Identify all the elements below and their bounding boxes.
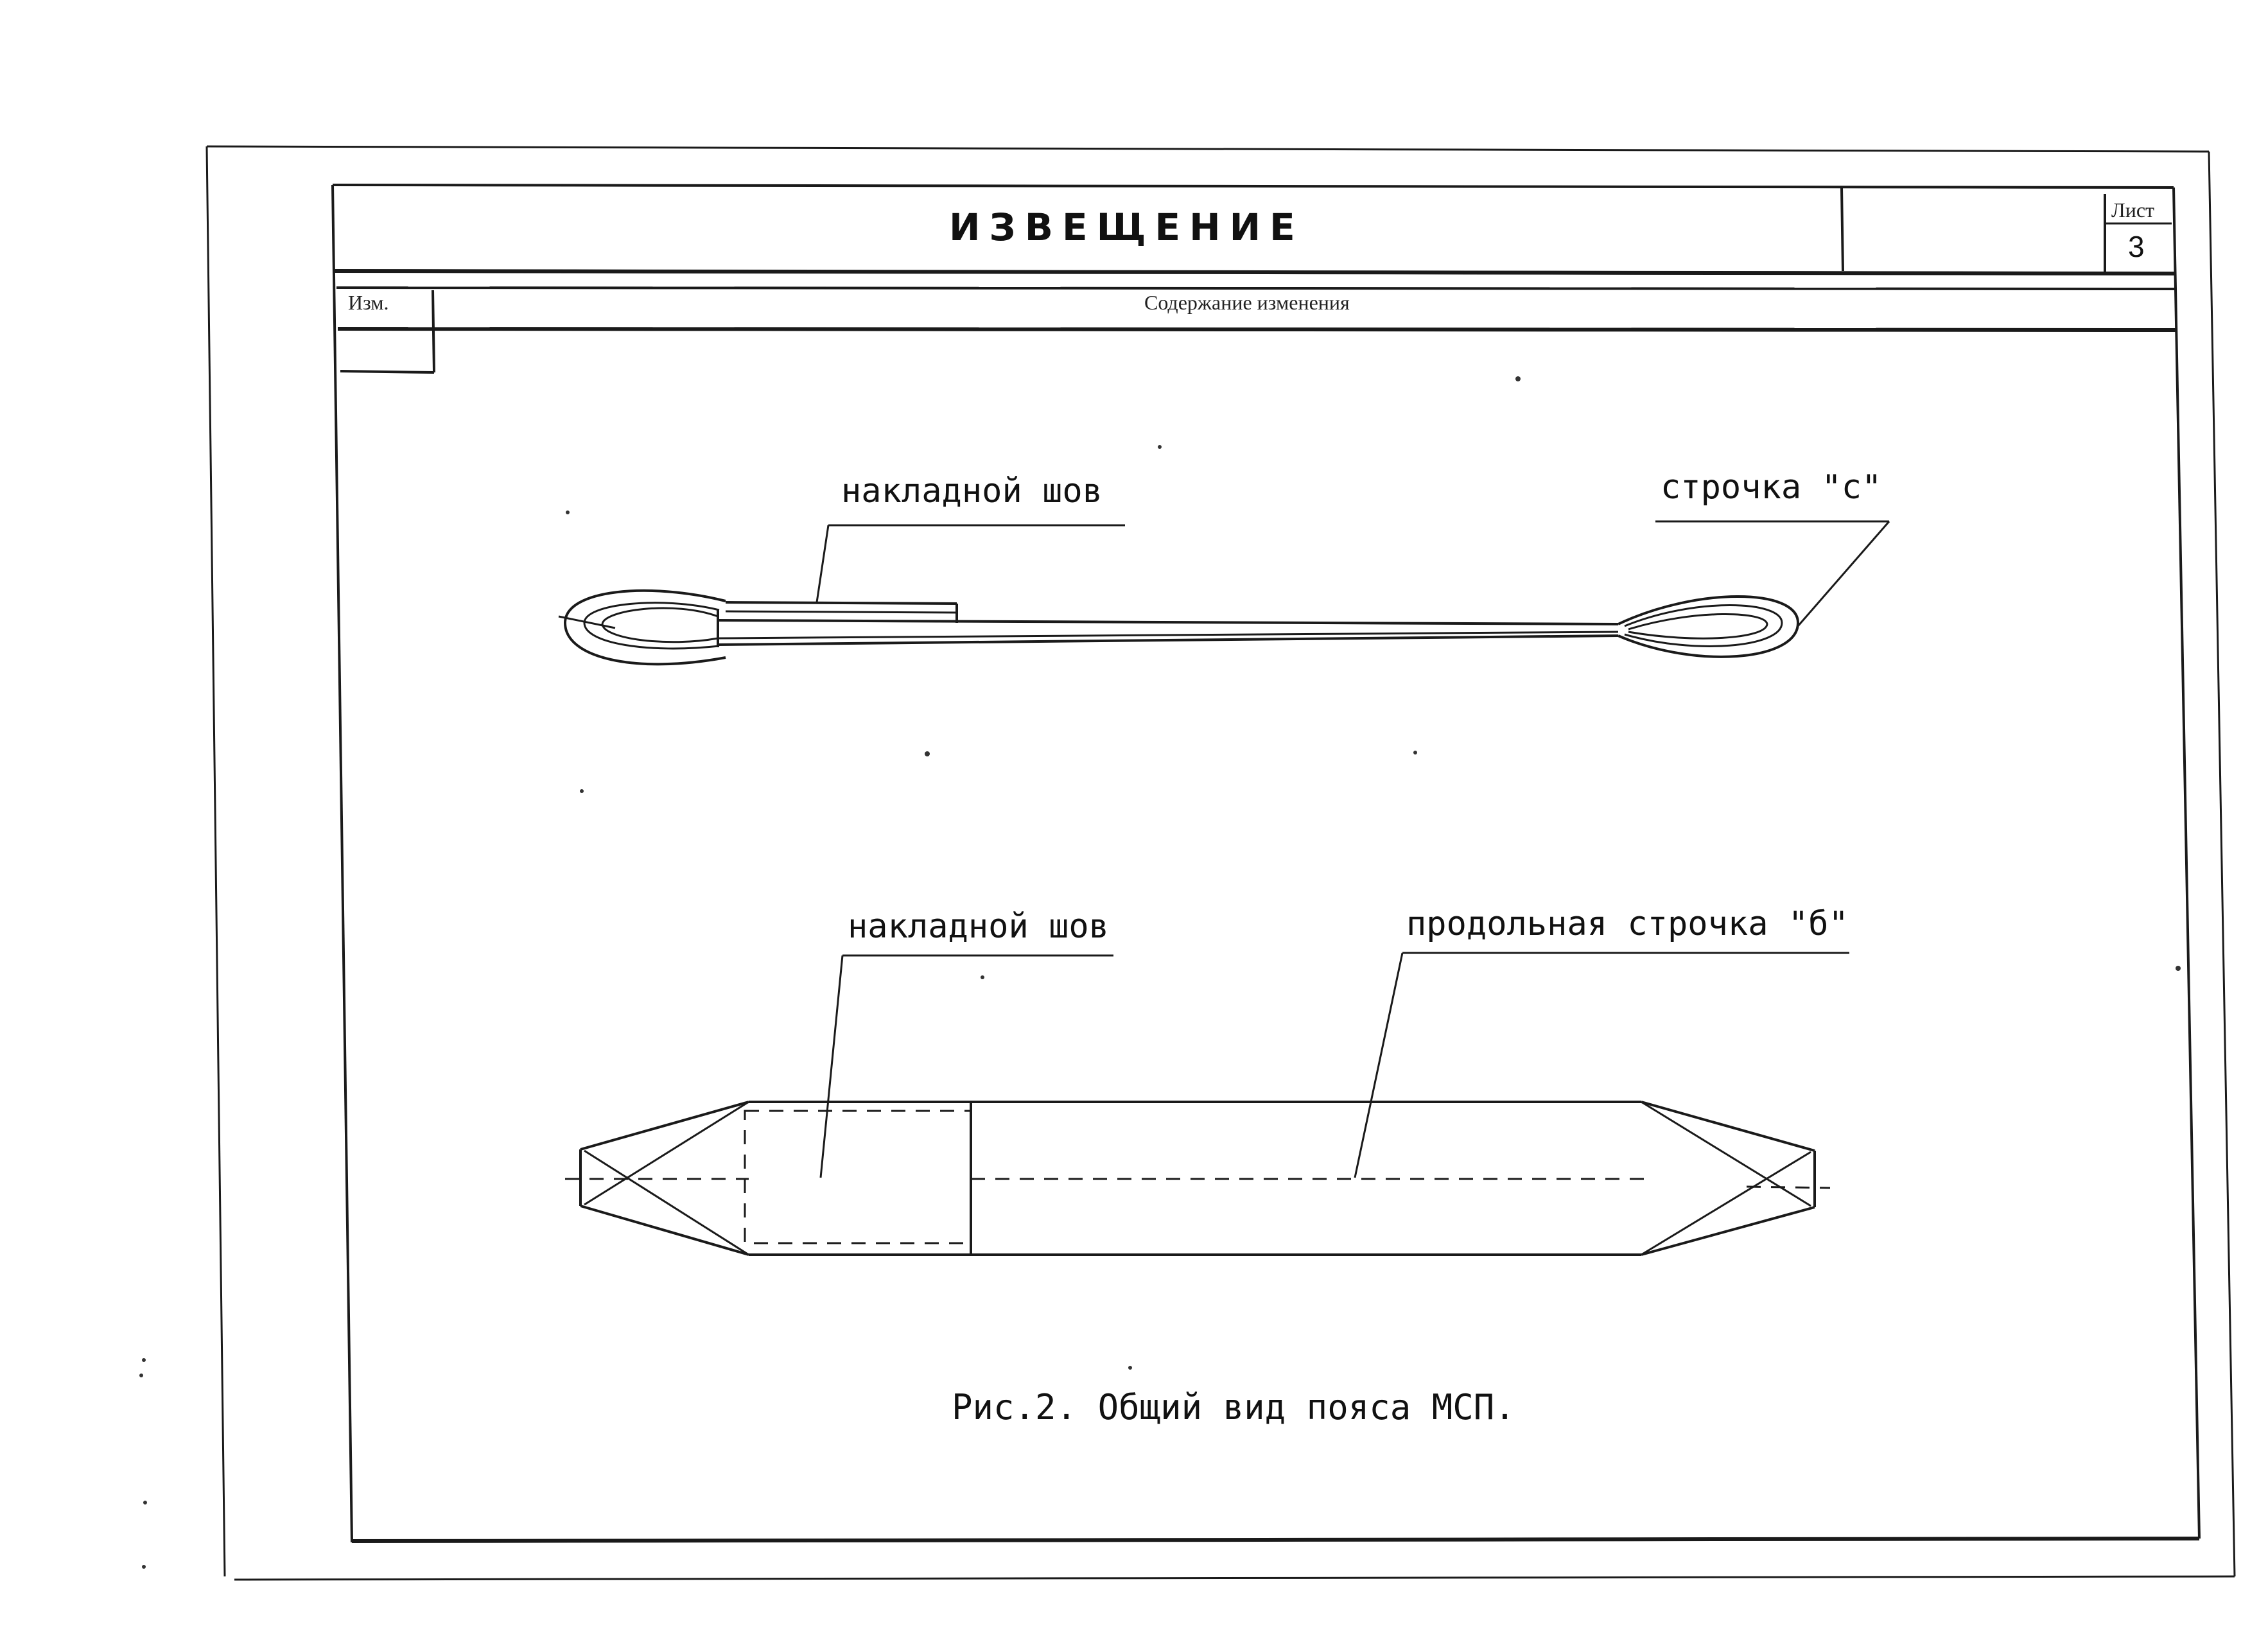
label-overlay-seam-top: накладной шов xyxy=(841,472,1103,510)
document-title: ИЗВЕЩЕНИЕ xyxy=(949,205,1304,249)
figure-caption: Рис.2. Общий вид пояса МСП. xyxy=(952,1387,1515,1427)
header-grid xyxy=(333,187,2176,374)
outer-frame xyxy=(205,145,2236,1581)
label-stitch-b: продольная строчка "б" xyxy=(1406,905,1849,943)
label-overlay-seam-bottom: накладной шов xyxy=(848,907,1109,946)
belt-plan-view xyxy=(565,1101,1831,1256)
sheet-number: 3 xyxy=(2128,230,2145,263)
sheet-label: Лист xyxy=(2111,198,2154,222)
change-column-header: Изм. xyxy=(348,291,389,314)
bottom-annotations xyxy=(819,952,1849,1178)
form-frame xyxy=(331,184,2201,1543)
label-stitch-c: строчка "с" xyxy=(1661,468,1881,507)
content-column-header: Содержание изменения xyxy=(1144,291,1350,314)
belt-side-view xyxy=(558,589,1800,666)
top-annotations xyxy=(816,520,1890,627)
scan-specks xyxy=(139,376,2181,1569)
